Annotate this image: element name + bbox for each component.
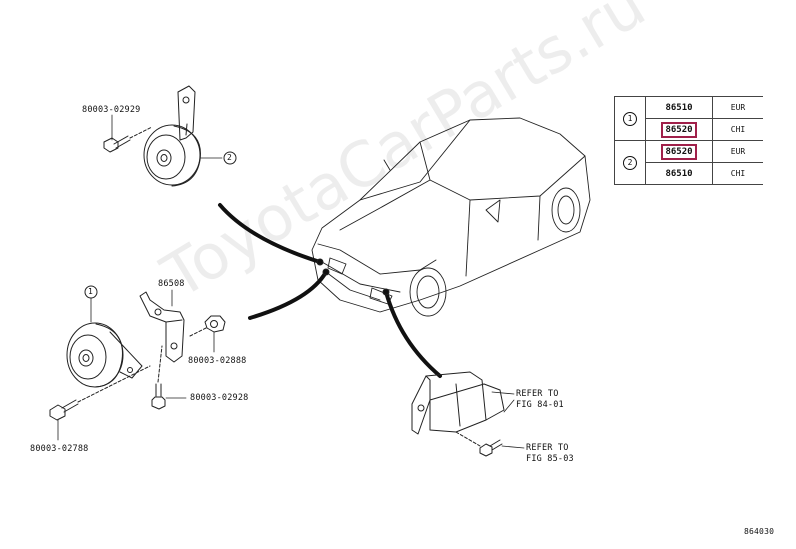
legend-row: 86510 CHI [615,162,763,185]
refer-note-2-line2[interactable]: FIG 85-03 [526,454,574,464]
car-illustration [311,117,591,317]
figure-id: 864030 [744,527,775,536]
bolt-module[interactable] [479,439,503,457]
legend-part-number[interactable]: 86510 [665,168,693,179]
legend-part-number-highlighted[interactable]: 86520 [661,121,697,138]
legend-row: 2 86520 EUR [614,140,763,185]
nut[interactable] [204,315,226,333]
circle-upper-marker [223,151,237,165]
horn-lower[interactable] [66,322,143,388]
legend-region: CHI [712,118,763,141]
legend-region: EUR [712,140,763,163]
refer-note-2-line1[interactable]: REFER TO [526,443,569,453]
callout-bolt-upper[interactable]: 80003-02929 [82,105,141,115]
circle-upper-label: 2 [227,153,233,162]
legend-table: 1 86510 EUR 86520 CHI 2 86520 EUR 86510 … [614,96,763,185]
legend-region: CHI [712,162,763,185]
legend-row: 1 86510 EUR [614,96,763,141]
callout-bolt-lower[interactable]: 80003-02788 [30,444,89,454]
legend-part[interactable]: 86520 [645,118,713,141]
refer-note-1-line2[interactable]: FIG 84-01 [516,400,564,410]
legend-part[interactable]: 86510 [645,162,713,185]
bolt-lower[interactable] [49,399,79,421]
legend-part[interactable]: 86520 [645,140,713,163]
control-module[interactable] [411,371,505,435]
refer-note-1-line1[interactable]: REFER TO [516,389,559,399]
circle-lower-marker [84,285,98,299]
legend-row: 86520 CHI [615,118,763,141]
horn-upper[interactable] [103,85,223,187]
callout-nut[interactable]: 80003-02888 [188,356,247,366]
legend-circle-label: 1 [623,111,637,126]
circle-lower-label: 1 [88,287,94,296]
legend-part-number[interactable]: 86510 [665,102,693,113]
callout-bracket[interactable]: 86508 [158,279,185,289]
legend-part-number-highlighted[interactable]: 86520 [661,143,697,160]
legend-circle-1: 1 [614,96,646,141]
legend-part[interactable]: 86510 [645,96,713,119]
legend-circle-2: 2 [614,140,646,185]
legend-region: EUR [712,96,763,119]
callout-bolt-mid[interactable]: 80003-02928 [190,393,249,403]
bolt-mid[interactable] [151,383,166,410]
bracket-86508[interactable] [139,291,185,363]
legend-circle-label: 2 [623,155,637,170]
